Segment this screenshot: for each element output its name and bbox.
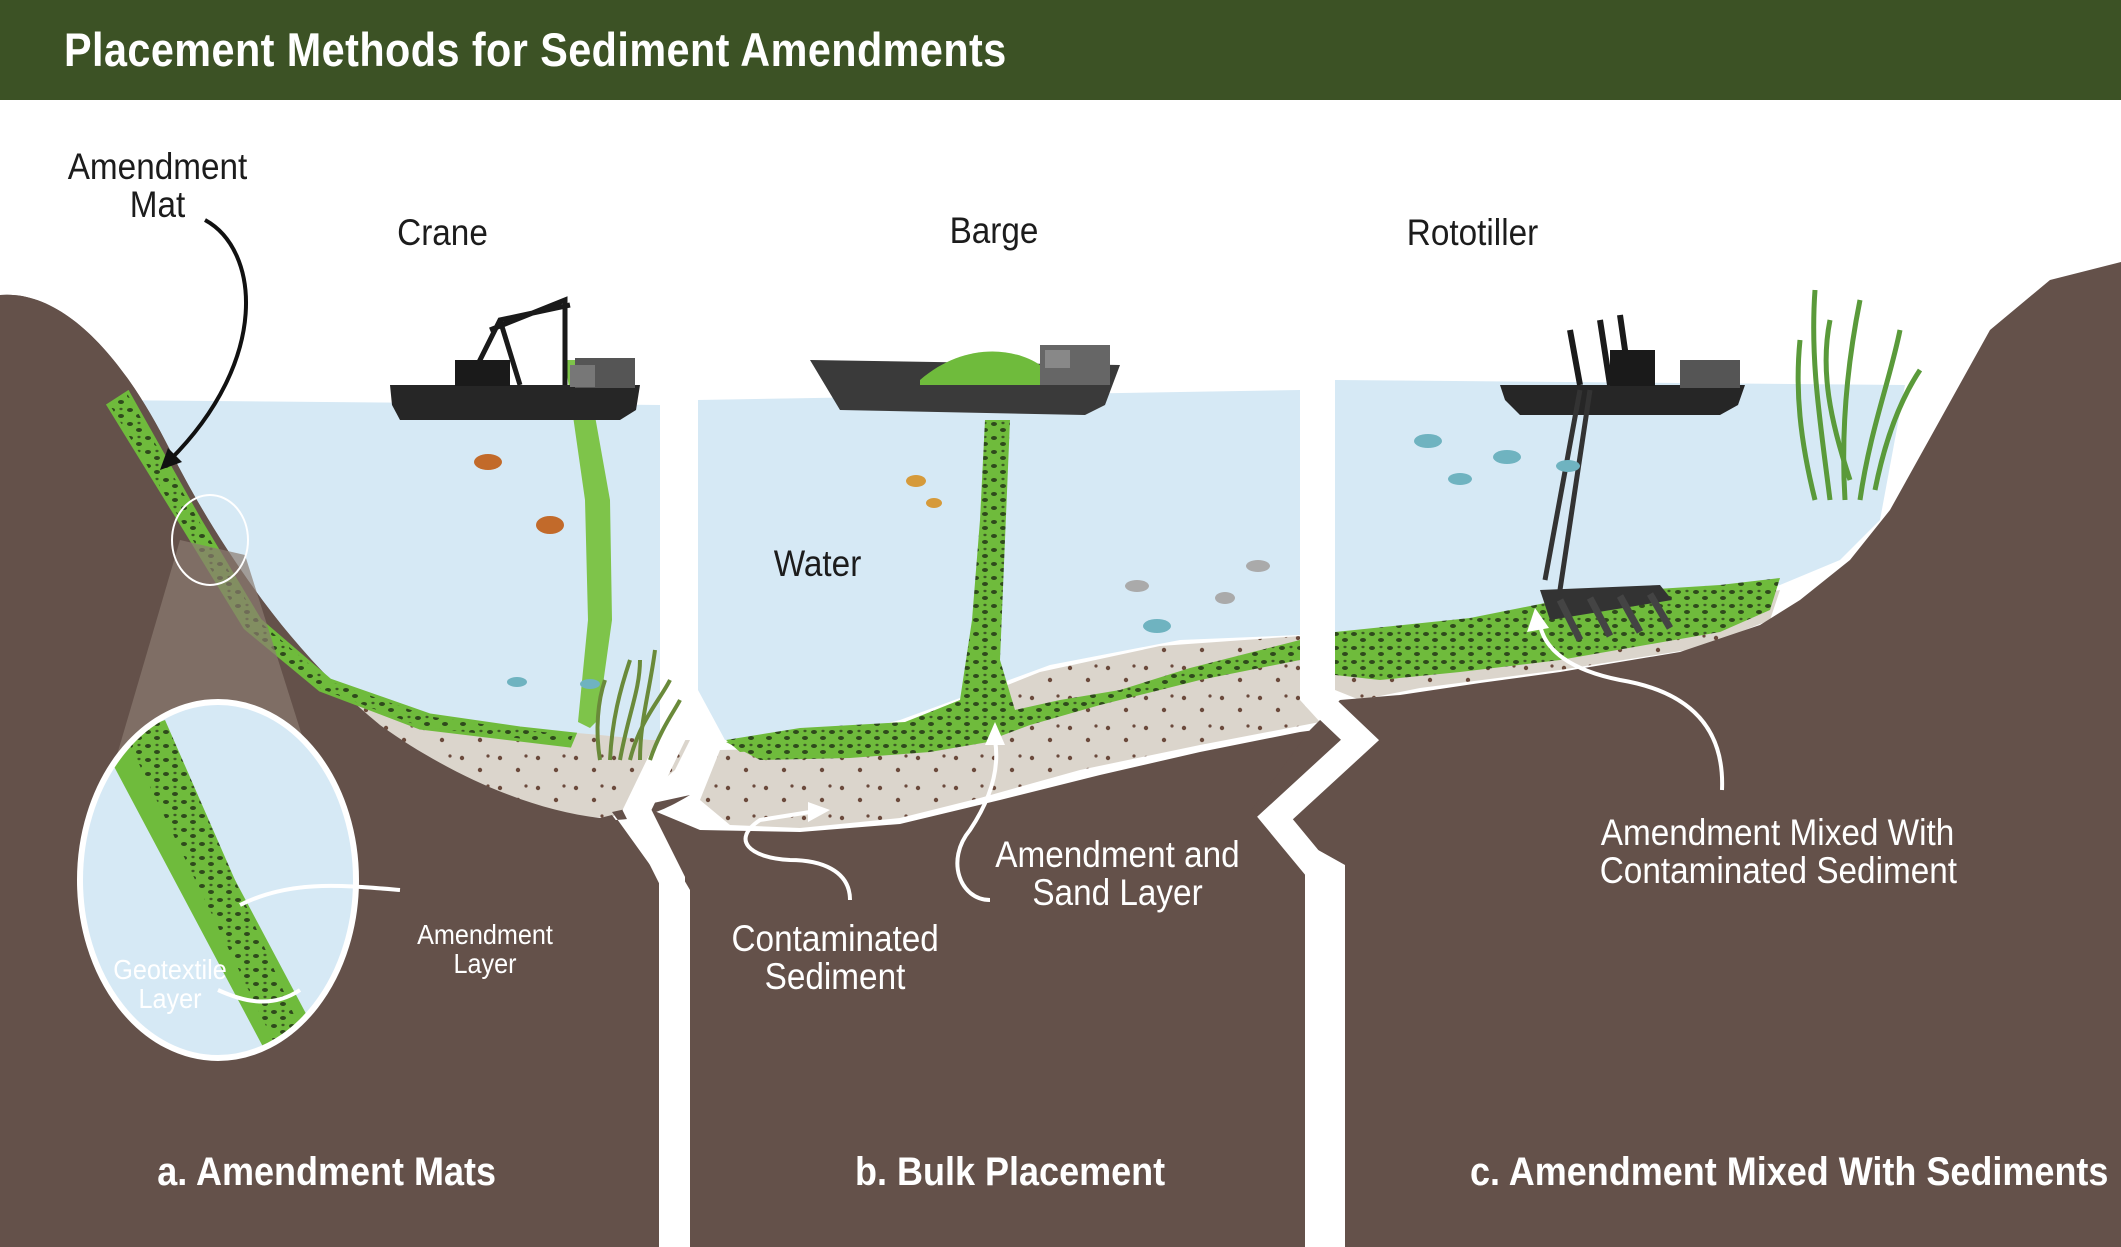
label-amendment-mixed: Amendment Mixed With Contaminated Sedime… [1599,812,1958,891]
soil-right [1250,262,2121,1247]
divider-ab [622,385,696,1247]
label-barge: Barge [949,210,1039,251]
crane-boat [390,296,640,420]
label-crane: Crane [397,212,488,253]
divider-bc [1257,375,1380,1247]
label-water: Water [773,543,862,584]
caption-amendment-mats: a. Amendment Mats [157,1150,496,1194]
water-panel-c [1335,380,1905,635]
caption-amendment-mixed-sediments: c. Amendment Mixed With Sediments [1470,1150,2109,1194]
seagrass-a [595,649,682,761]
fish-group [474,434,1580,689]
seagrass-c [1795,289,1923,501]
amendment-sand-layer [726,705,1000,760]
rototiller-boat [1500,314,1745,642]
crane-pipe [565,360,612,728]
inset-focus-ring [171,494,249,586]
label-geotextile-layer: Geotextile Layer [113,954,227,1014]
header-bar: Placement Methods for Sediment Amendment… [0,0,2121,100]
label-rototiller: Rototiller [1406,212,1539,253]
page-title: Placement Methods for Sediment Amendment… [64,23,1007,76]
barge-boat [810,345,1120,415]
mixed-sediment-zone [1335,578,1780,680]
arrows [160,218,1725,1004]
soil-middle [640,728,1330,1247]
water-panel-a [100,400,660,800]
label-amendment-sand-layer: Amendment and Sand Layer [995,834,1240,913]
caption-bulk-placement: b. Bulk Placement [855,1150,1166,1194]
sediment-layer-a [270,665,690,818]
label-amendment-mat: Amendment Mat [67,146,248,225]
inset-detail [77,699,359,1061]
label-amendment-layer: Amendment Layer [417,919,553,979]
label-contaminated-sediment: Contaminated Sediment [731,918,939,997]
